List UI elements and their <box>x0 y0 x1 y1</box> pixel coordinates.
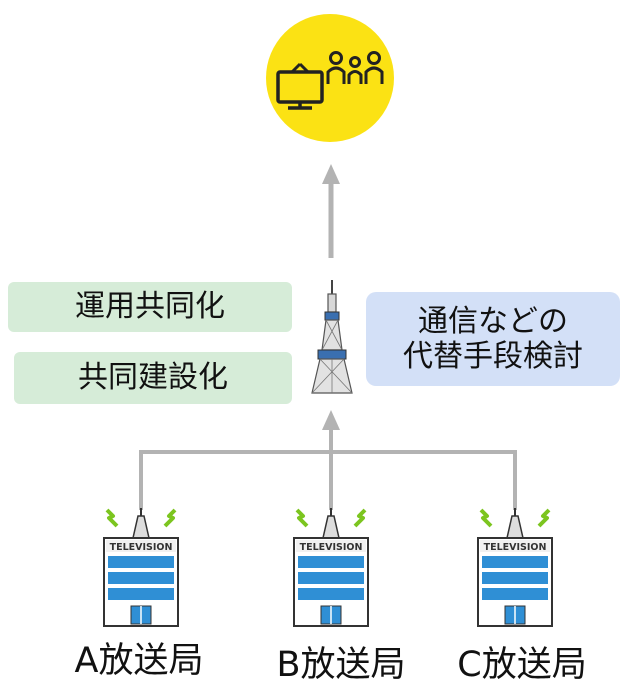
alternative-means-label: 通信などの 代替手段検討 <box>366 292 620 386</box>
station-b-label: B放送局 <box>276 645 406 685</box>
joint-construction-text: 共同建設化 <box>78 360 228 396</box>
station-building-icon: TELEVISION <box>103 508 179 627</box>
upward-arrow <box>322 164 340 258</box>
operation-sharing-text: 運用共同化 <box>75 289 225 325</box>
station-building-icon: TELEVISION <box>477 508 553 627</box>
station-building-icon: TELEVISION <box>293 508 369 627</box>
station-c-label: C放送局 <box>457 645 587 685</box>
broadcast-tower-icon <box>311 280 353 394</box>
station-sign: TELEVISION <box>484 542 547 553</box>
station-sign: TELEVISION <box>300 542 363 553</box>
station-sign: TELEVISION <box>110 542 173 553</box>
joint-construction-label: 共同建設化 <box>14 352 292 404</box>
tv-viewers-icon <box>266 14 394 142</box>
station-a-label: A放送局 <box>74 641 204 681</box>
alternative-means-text: 通信などの 代替手段検討 <box>403 303 583 374</box>
operation-sharing-label: 運用共同化 <box>8 282 292 332</box>
connector-lines <box>139 410 517 510</box>
